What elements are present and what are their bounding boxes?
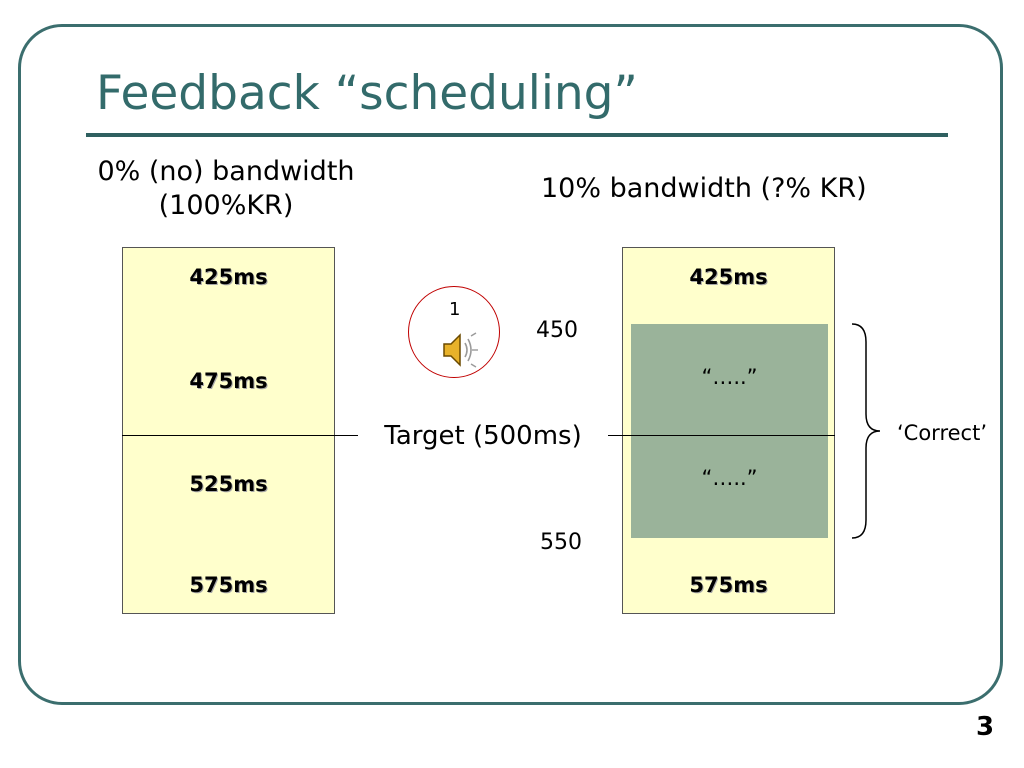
left-row-575: 575ms <box>189 573 268 597</box>
right-row-425: 425ms <box>689 265 768 289</box>
audio-badge-number: 1 <box>449 299 461 320</box>
correct-label: ‘Correct’ <box>897 421 987 445</box>
slide-title: Feedback “scheduling” <box>96 66 638 121</box>
left-heading-line2: (100%KR) <box>158 190 294 221</box>
window-quote-upper: “…..” <box>701 365 758 389</box>
left-row-425: 425ms <box>189 265 268 289</box>
left-heading-line1: 0% (no) bandwidth <box>97 156 355 187</box>
page-number: 3 <box>976 712 995 742</box>
feedback-window <box>631 324 828 538</box>
audio-badge[interactable] <box>408 286 500 378</box>
speaker-icon[interactable] <box>441 332 481 368</box>
window-start-label: 450 <box>536 318 578 343</box>
slide-frame <box>18 24 1003 705</box>
left-timing-column <box>122 247 335 614</box>
window-end-label: 550 <box>540 530 582 555</box>
right-row-575: 575ms <box>689 573 768 597</box>
target-label: Target (500ms) <box>358 419 608 453</box>
right-panel-heading: 10% bandwidth (?% KR) <box>541 173 867 204</box>
title-underline <box>86 133 948 137</box>
window-quote-lower: “…..” <box>701 466 758 490</box>
left-row-475: 475ms <box>189 369 268 393</box>
left-row-525: 525ms <box>189 472 268 496</box>
right-brace <box>851 323 881 539</box>
left-panel-heading: 0% (no) bandwidth (100%KR) <box>76 155 376 223</box>
